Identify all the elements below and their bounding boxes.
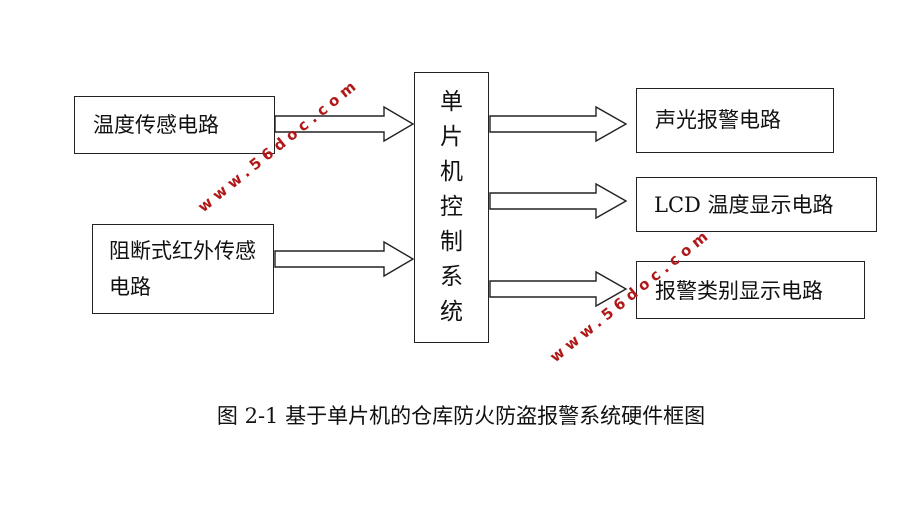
arrow-temp-to-mcu [274, 105, 415, 143]
arrow-mcu-to-type [489, 270, 628, 308]
temp-sensor-label: 温度传感电路 [93, 113, 219, 137]
arrow-mcu-to-lcd [489, 182, 628, 220]
mcu-char: 单 [440, 89, 463, 115]
ir-sensor-label: 阻断式红外传感电路 [109, 239, 256, 299]
alarm-type-display-box: 报警类别显示电路 [636, 261, 865, 319]
mcu-char: 机 [440, 159, 463, 185]
mcu-char: 片 [440, 124, 463, 150]
figure-caption: 图 2-1 基于单片机的仓库防火防盗报警系统硬件框图 [216, 404, 706, 428]
sound-light-alarm-label: 声光报警电路 [655, 108, 781, 132]
alarm-type-display-label: 报警类别显示电路 [655, 279, 823, 303]
ir-sensor-circuit-box: 阻断式红外传感电路 [92, 224, 274, 314]
lcd-temp-display-box: LCD 温度显示电路 [636, 177, 877, 232]
mcu-char: 制 [440, 229, 463, 255]
arrow-ir-to-mcu [274, 240, 415, 278]
sound-light-alarm-box: 声光报警电路 [636, 88, 834, 153]
mcu-control-system-box: 单 片 机 控 制 系 统 [414, 72, 489, 343]
arrow-mcu-to-alarm [489, 105, 628, 143]
mcu-char: 控 [440, 194, 463, 220]
mcu-char: 统 [440, 299, 463, 325]
mcu-char: 系 [440, 264, 463, 290]
lcd-temp-display-label: LCD 温度显示电路 [654, 193, 834, 217]
temp-sensor-circuit-box: 温度传感电路 [74, 96, 275, 154]
mcu-label: 单 片 机 控 制 系 统 [415, 73, 488, 330]
